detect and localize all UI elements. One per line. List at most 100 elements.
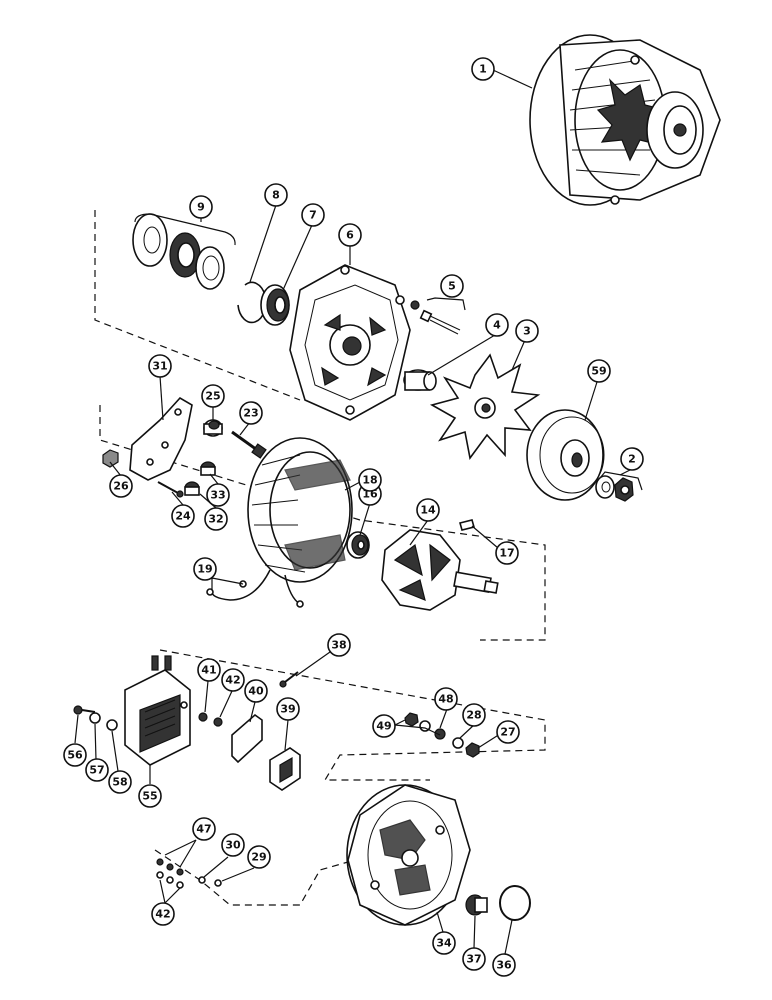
callout-label: 25 [205, 390, 220, 403]
callout-label: 55 [142, 790, 157, 803]
callout-3: 3 [515, 319, 539, 343]
callout-32: 32 [204, 507, 228, 531]
bolt-nut-part [410, 300, 461, 335]
fan-part [429, 353, 541, 460]
callout-label: 57 [89, 764, 104, 777]
washer-42-part [213, 717, 223, 727]
callout-label: 39 [280, 703, 295, 716]
callout-label: 56 [67, 749, 83, 762]
callout-label: 41 [201, 664, 216, 677]
callout-41: 41 [197, 658, 221, 682]
callout-label: 18 [362, 474, 377, 487]
rotor-part [381, 529, 499, 611]
callout-label: 24 [175, 510, 191, 523]
callout-label: 9 [197, 201, 205, 214]
callout-59: 59 [587, 359, 611, 383]
leader-lines [74, 69, 643, 955]
o-ring-36-part [499, 885, 531, 921]
through-bolt-part [231, 430, 267, 459]
drive-end-frame-part [289, 264, 411, 421]
callout-label: 28 [466, 709, 481, 722]
alternator-assembly-part [529, 34, 721, 206]
callout-26: 26 [109, 474, 133, 498]
callout-label: 42 [155, 908, 170, 921]
capacitor-39-part [269, 747, 301, 791]
callout-23: 23 [239, 401, 263, 425]
callout-label: 1 [479, 63, 487, 76]
rotor-key-part [459, 519, 475, 531]
callout-label: 49 [376, 720, 391, 733]
callout-18: 18 [358, 468, 382, 492]
callout-label: 34 [436, 937, 452, 950]
callout-label: 29 [251, 851, 266, 864]
bracket-40-part [231, 713, 263, 764]
plug-37-part [465, 894, 488, 916]
mounting-bracket-part [129, 396, 193, 481]
callout-31: 31 [148, 354, 172, 378]
callout-17: 17 [495, 541, 519, 565]
spacer-part [403, 369, 437, 391]
lower-hardware-set-part [156, 858, 222, 889]
callout-38: 38 [327, 633, 351, 657]
front-bearing-part [260, 284, 290, 326]
insulator-part [203, 419, 223, 437]
slip-ring-end-frame-part [346, 784, 471, 926]
callout-47: 47 [192, 817, 216, 841]
screw-38-part [279, 671, 299, 688]
callout-8: 8 [264, 183, 288, 207]
callout-label: 26 [113, 480, 129, 493]
part-number-callouts: 1 2 3 4 5 6 7 8 9 14 16 17 18 19 23 24 2… [63, 57, 644, 977]
callout-9: 9 [189, 195, 213, 219]
callout-6: 6 [338, 223, 362, 247]
callout-label: 31 [152, 360, 167, 373]
callout-33: 33 [206, 483, 230, 507]
seal-washer-set-part [132, 213, 225, 290]
callout-label: 27 [500, 726, 515, 739]
callout-42-upper: 42 [221, 668, 245, 692]
callout-label: 59 [591, 365, 606, 378]
lock-washer-57-part [89, 712, 101, 724]
callout-label: 48 [438, 693, 453, 706]
callout-label: 32 [208, 513, 223, 526]
screw-41-part [198, 712, 208, 722]
callout-1: 1 [471, 57, 495, 81]
nut-washer-set-part [404, 712, 480, 758]
callout-4: 4 [485, 313, 509, 337]
callout-48: 48 [434, 687, 458, 711]
callout-label: 36 [496, 959, 512, 972]
callout-label: 3 [523, 325, 531, 338]
stator-part [247, 437, 353, 583]
callout-56: 56 [63, 743, 87, 767]
callout-7: 7 [301, 203, 325, 227]
callout-30: 30 [221, 833, 245, 857]
callout-label: 40 [248, 685, 264, 698]
callout-55: 55 [138, 784, 162, 808]
callout-2: 2 [620, 447, 644, 471]
callout-25: 25 [201, 384, 225, 408]
callout-27: 27 [496, 720, 520, 744]
rear-bearing-part [346, 531, 370, 559]
terminal-33-part [200, 461, 216, 476]
callout-label: 8 [272, 189, 280, 202]
callout-42-lower: 42 [151, 902, 175, 926]
callout-58: 58 [108, 770, 132, 794]
callout-57: 57 [85, 758, 109, 782]
callout-label: 2 [628, 453, 636, 466]
callout-40: 40 [244, 679, 268, 703]
callout-label: 38 [331, 639, 346, 652]
callout-label: 47 [196, 823, 211, 836]
callout-49: 49 [372, 714, 396, 738]
callout-29: 29 [247, 845, 271, 869]
callout-label: 4 [493, 319, 501, 332]
callout-label: 37 [466, 953, 481, 966]
washer-58-part [106, 719, 118, 731]
callout-5: 5 [440, 274, 464, 298]
callout-28: 28 [462, 703, 486, 727]
callout-label: 30 [225, 839, 241, 852]
callout-36: 36 [492, 953, 516, 977]
stator-leads-part [206, 569, 304, 608]
pulley-part [526, 409, 605, 501]
callout-label: 5 [448, 280, 456, 293]
callout-label: 7 [309, 209, 317, 222]
